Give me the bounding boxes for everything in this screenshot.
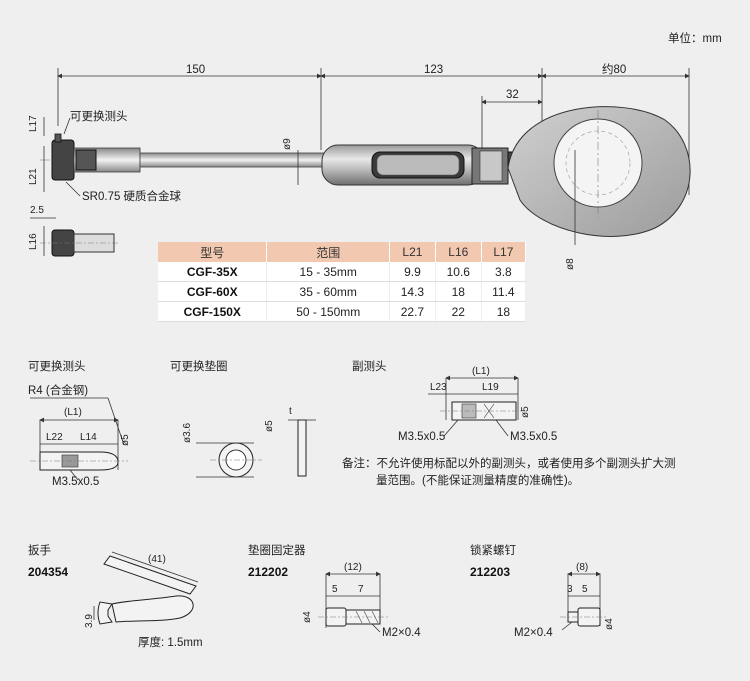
dim-l16: L16 <box>28 233 39 250</box>
spec-table-header: 型号 范围 L21 L16 L17 <box>158 242 527 262</box>
dim-phi8: ø8 <box>565 258 576 270</box>
dim-150: 150 <box>186 64 205 76</box>
col-model: 型号 <box>158 242 268 262</box>
dim-80: 约80 <box>602 62 626 76</box>
table-row: CGF-60X 35 - 60mm 14.3 18 11.4 <box>158 281 527 302</box>
aux-l23: L23 <box>430 382 447 393</box>
head-l14: L14 <box>80 432 97 443</box>
label-carbide-ball: SR0.75 硬质合金球 <box>82 189 182 203</box>
washer-holder-phi4: ø4 <box>302 611 313 623</box>
table-row: CGF-150X 50 - 150mm 22.7 22 18 <box>158 301 527 322</box>
washer-phi36: ø3.6 <box>182 423 193 443</box>
aux-note-line1: 备注：不允许使用标配以外的副测头，或者使用多个副测头扩大测 <box>342 456 676 470</box>
wrench-title: 扳手 <box>28 543 51 557</box>
cell-model: CGF-150X <box>158 301 268 322</box>
lock-screw-dim8: (8) <box>576 562 588 573</box>
washer-holder-thread: M2×0.4 <box>382 627 421 639</box>
col-range: 范围 <box>266 242 390 262</box>
head-l1: (L1) <box>64 407 82 418</box>
lock-screw-drawing: 锁紧螺钉 212203 (8) 3 5 ø4 M2×0.4 <box>470 543 615 639</box>
cell-l16: 22 <box>435 301 482 322</box>
dim-l17: L17 <box>28 115 39 132</box>
wrench-code: 204354 <box>28 565 68 579</box>
washer-holder-drawing: 垫圈固定器 212202 (12) 5 7 ø4 M2×0.4 <box>248 543 421 639</box>
aux-phi5: ø5 <box>520 406 531 418</box>
head-r4: R4 (合金钢) <box>28 383 88 397</box>
col-l21: L21 <box>389 242 436 262</box>
wrench-dim39: 3.9 <box>84 614 95 628</box>
cell-model: CGF-35X <box>158 262 268 282</box>
wrench-dim41: (41) <box>148 554 166 565</box>
cell-l21: 9.9 <box>389 262 436 282</box>
lock-screw-code: 212203 <box>470 565 510 579</box>
washer-phi5: ø5 <box>264 420 275 432</box>
wrench-drawing: 扳手 204354 (41) 3.9 厚度: 1.5mm <box>28 543 203 649</box>
cell-range: 35 - 60mm <box>266 281 390 302</box>
cell-range: 50 - 150mm <box>266 301 390 322</box>
table-row: CGF-35X 15 - 35mm 9.9 10.6 3.8 <box>158 262 527 282</box>
head-phi5: ø5 <box>120 434 131 446</box>
cell-l17: 11.4 <box>481 281 527 302</box>
bore-gauge-drawing: 150 123 约80 32 <box>28 62 691 270</box>
dim-32: 32 <box>506 89 519 101</box>
washer-holder-code: 212202 <box>248 565 288 579</box>
cell-l17: 3.8 <box>481 262 527 282</box>
cell-l21: 22.7 <box>389 301 436 322</box>
aux-note-line2: 量范围。(不能保证测量精度的准确性)。 <box>376 473 579 487</box>
cell-l16: 10.6 <box>435 262 482 282</box>
washer-holder-dim5: 5 <box>332 584 338 595</box>
cell-model: CGF-60X <box>158 281 268 302</box>
washer-title: 可更换垫圈 <box>170 359 228 373</box>
head-l22: L22 <box>46 432 63 443</box>
washer-t: t <box>289 406 292 417</box>
auxiliary-head-drawing: 副测头 (L1) L23 L19 ø5 M3.5x0.5 M3.5x0.5 备注… <box>342 360 676 487</box>
dim-phi9: ø9 <box>282 138 293 150</box>
aux-title: 副测头 <box>352 360 387 373</box>
unit-label: 单位：mm <box>668 31 722 45</box>
dim-123: 123 <box>424 64 443 76</box>
cell-l17: 18 <box>481 301 527 322</box>
dim-l21: L21 <box>28 168 39 185</box>
replaceable-head-drawing: 可更换测头 R4 (合金钢) (L1) L22 L14 ø5 M3.5x0.5 <box>28 359 131 488</box>
cell-l16: 18 <box>435 281 482 302</box>
washer-holder-dim12: (12) <box>344 562 362 573</box>
replaceable-washer-drawing: 可更换垫圈 ø3.6 ø5 t <box>170 359 316 478</box>
spec-table: 型号 范围 L21 L16 L17 CGF-35X 15 - 35mm 9.9 … <box>158 242 527 322</box>
washer-holder-dim7: 7 <box>358 584 364 595</box>
aux-l19: L19 <box>482 382 499 393</box>
lock-screw-dim3: 3 <box>567 584 573 595</box>
cell-range: 15 - 35mm <box>266 262 390 282</box>
cell-l21: 14.3 <box>389 281 436 302</box>
lock-screw-thread: M2×0.4 <box>514 627 553 639</box>
head-thread: M3.5x0.5 <box>52 476 99 488</box>
lock-screw-dim5: 5 <box>582 584 588 595</box>
label-replaceable-head: 可更换测头 <box>70 109 128 123</box>
aux-thread-left: M3.5x0.5 <box>398 431 445 443</box>
head-title: 可更换测头 <box>28 359 86 373</box>
lock-screw-title: 锁紧螺钉 <box>470 543 516 557</box>
aux-l1: (L1) <box>472 366 490 377</box>
col-l17: L17 <box>481 242 527 262</box>
aux-thread-right: M3.5x0.5 <box>510 431 557 443</box>
col-l16: L16 <box>435 242 482 262</box>
dim-2-5: 2.5 <box>30 205 44 216</box>
washer-holder-title: 垫圈固定器 <box>248 543 306 557</box>
wrench-thickness: 厚度: 1.5mm <box>138 635 203 649</box>
lock-screw-phi4: ø4 <box>604 618 615 630</box>
